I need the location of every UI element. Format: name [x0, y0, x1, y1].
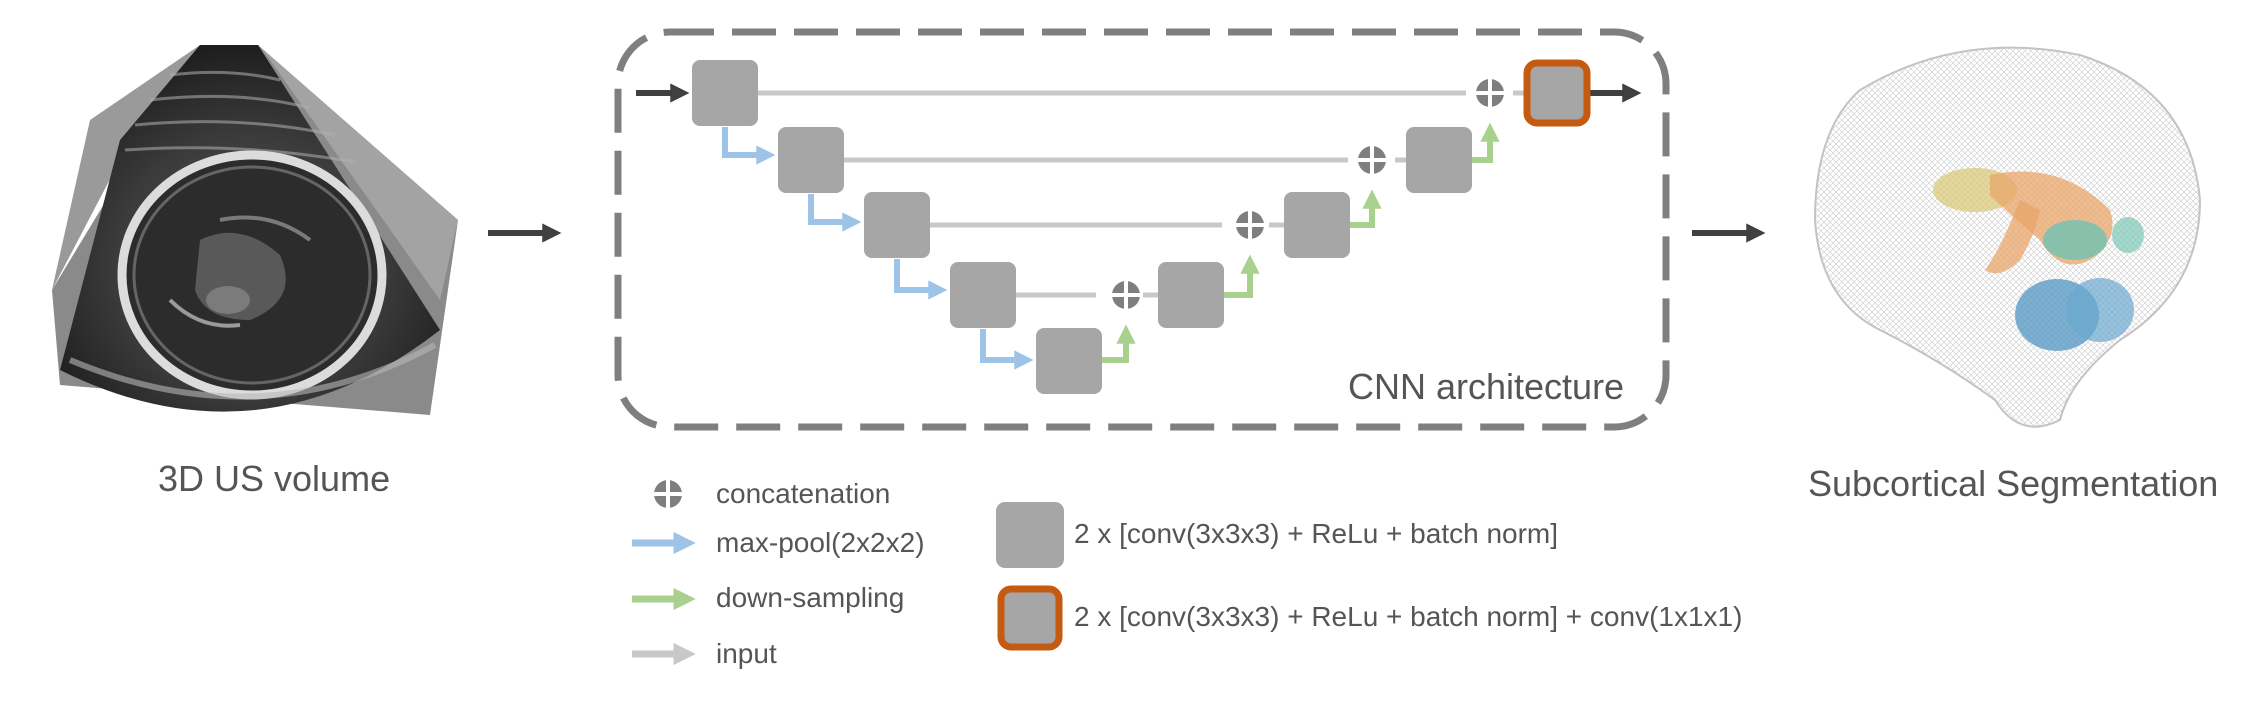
decoder-block-4	[1158, 262, 1224, 328]
bottleneck-block	[1036, 328, 1102, 394]
decoder-block-3	[1284, 192, 1350, 258]
downsampling-arrow-2	[1224, 254, 1260, 298]
network-connections	[636, 83, 1642, 370]
maxpool-arrow-1	[722, 127, 776, 165]
encoder-block-4	[950, 262, 1016, 328]
legend-downsampling-label: down-sampling	[716, 582, 905, 613]
concatenation-icon	[654, 480, 682, 508]
input-caption: 3D US volume	[158, 458, 391, 499]
maxpool-arrow-3	[894, 259, 948, 300]
downsampling-arrow-3	[1350, 189, 1382, 228]
output-caption: Subcortical Segmentation	[1808, 463, 2219, 504]
concatenation-icon	[1112, 281, 1140, 309]
legend-concatenation-label: concatenation	[716, 478, 891, 509]
brain-segmentation-image	[1813, 46, 2202, 428]
concatenation-icon	[1236, 211, 1264, 239]
legend-final-block-label: 2 x [conv(3x3x3) + ReLu + batch norm] + …	[1074, 601, 1743, 632]
cnn-architecture-frame	[614, 28, 1670, 431]
encoder-block-3	[864, 192, 930, 258]
architecture-caption: CNN architecture	[1348, 366, 1625, 407]
encoder-block-2	[778, 127, 844, 193]
concatenation-icon	[1476, 79, 1504, 107]
final-output-block	[1523, 59, 1591, 127]
downsampling-arrow-4	[1472, 122, 1500, 163]
legend-block-label: 2 x [conv(3x3x3) + ReLu + batch norm]	[1074, 518, 1559, 549]
concatenation-nodes	[1112, 79, 1504, 309]
downsampling-arrow-1	[1100, 324, 1136, 363]
decoder-block-2	[1406, 127, 1472, 193]
maxpool-arrow-4	[980, 329, 1034, 370]
conv-blocks	[692, 60, 1472, 394]
maxpool-arrow-2	[808, 194, 862, 232]
concatenation-icon	[1358, 146, 1386, 174]
legend-maxpool-label: max-pool(2x2x2)	[716, 527, 925, 558]
legend	[632, 480, 1064, 666]
ultrasound-volume-image	[52, 45, 458, 415]
encoder-block-1	[692, 60, 758, 126]
legend-input-label: input	[716, 638, 777, 669]
final-block-legend-symbol	[997, 585, 1063, 651]
block-legend-symbol	[996, 502, 1064, 568]
